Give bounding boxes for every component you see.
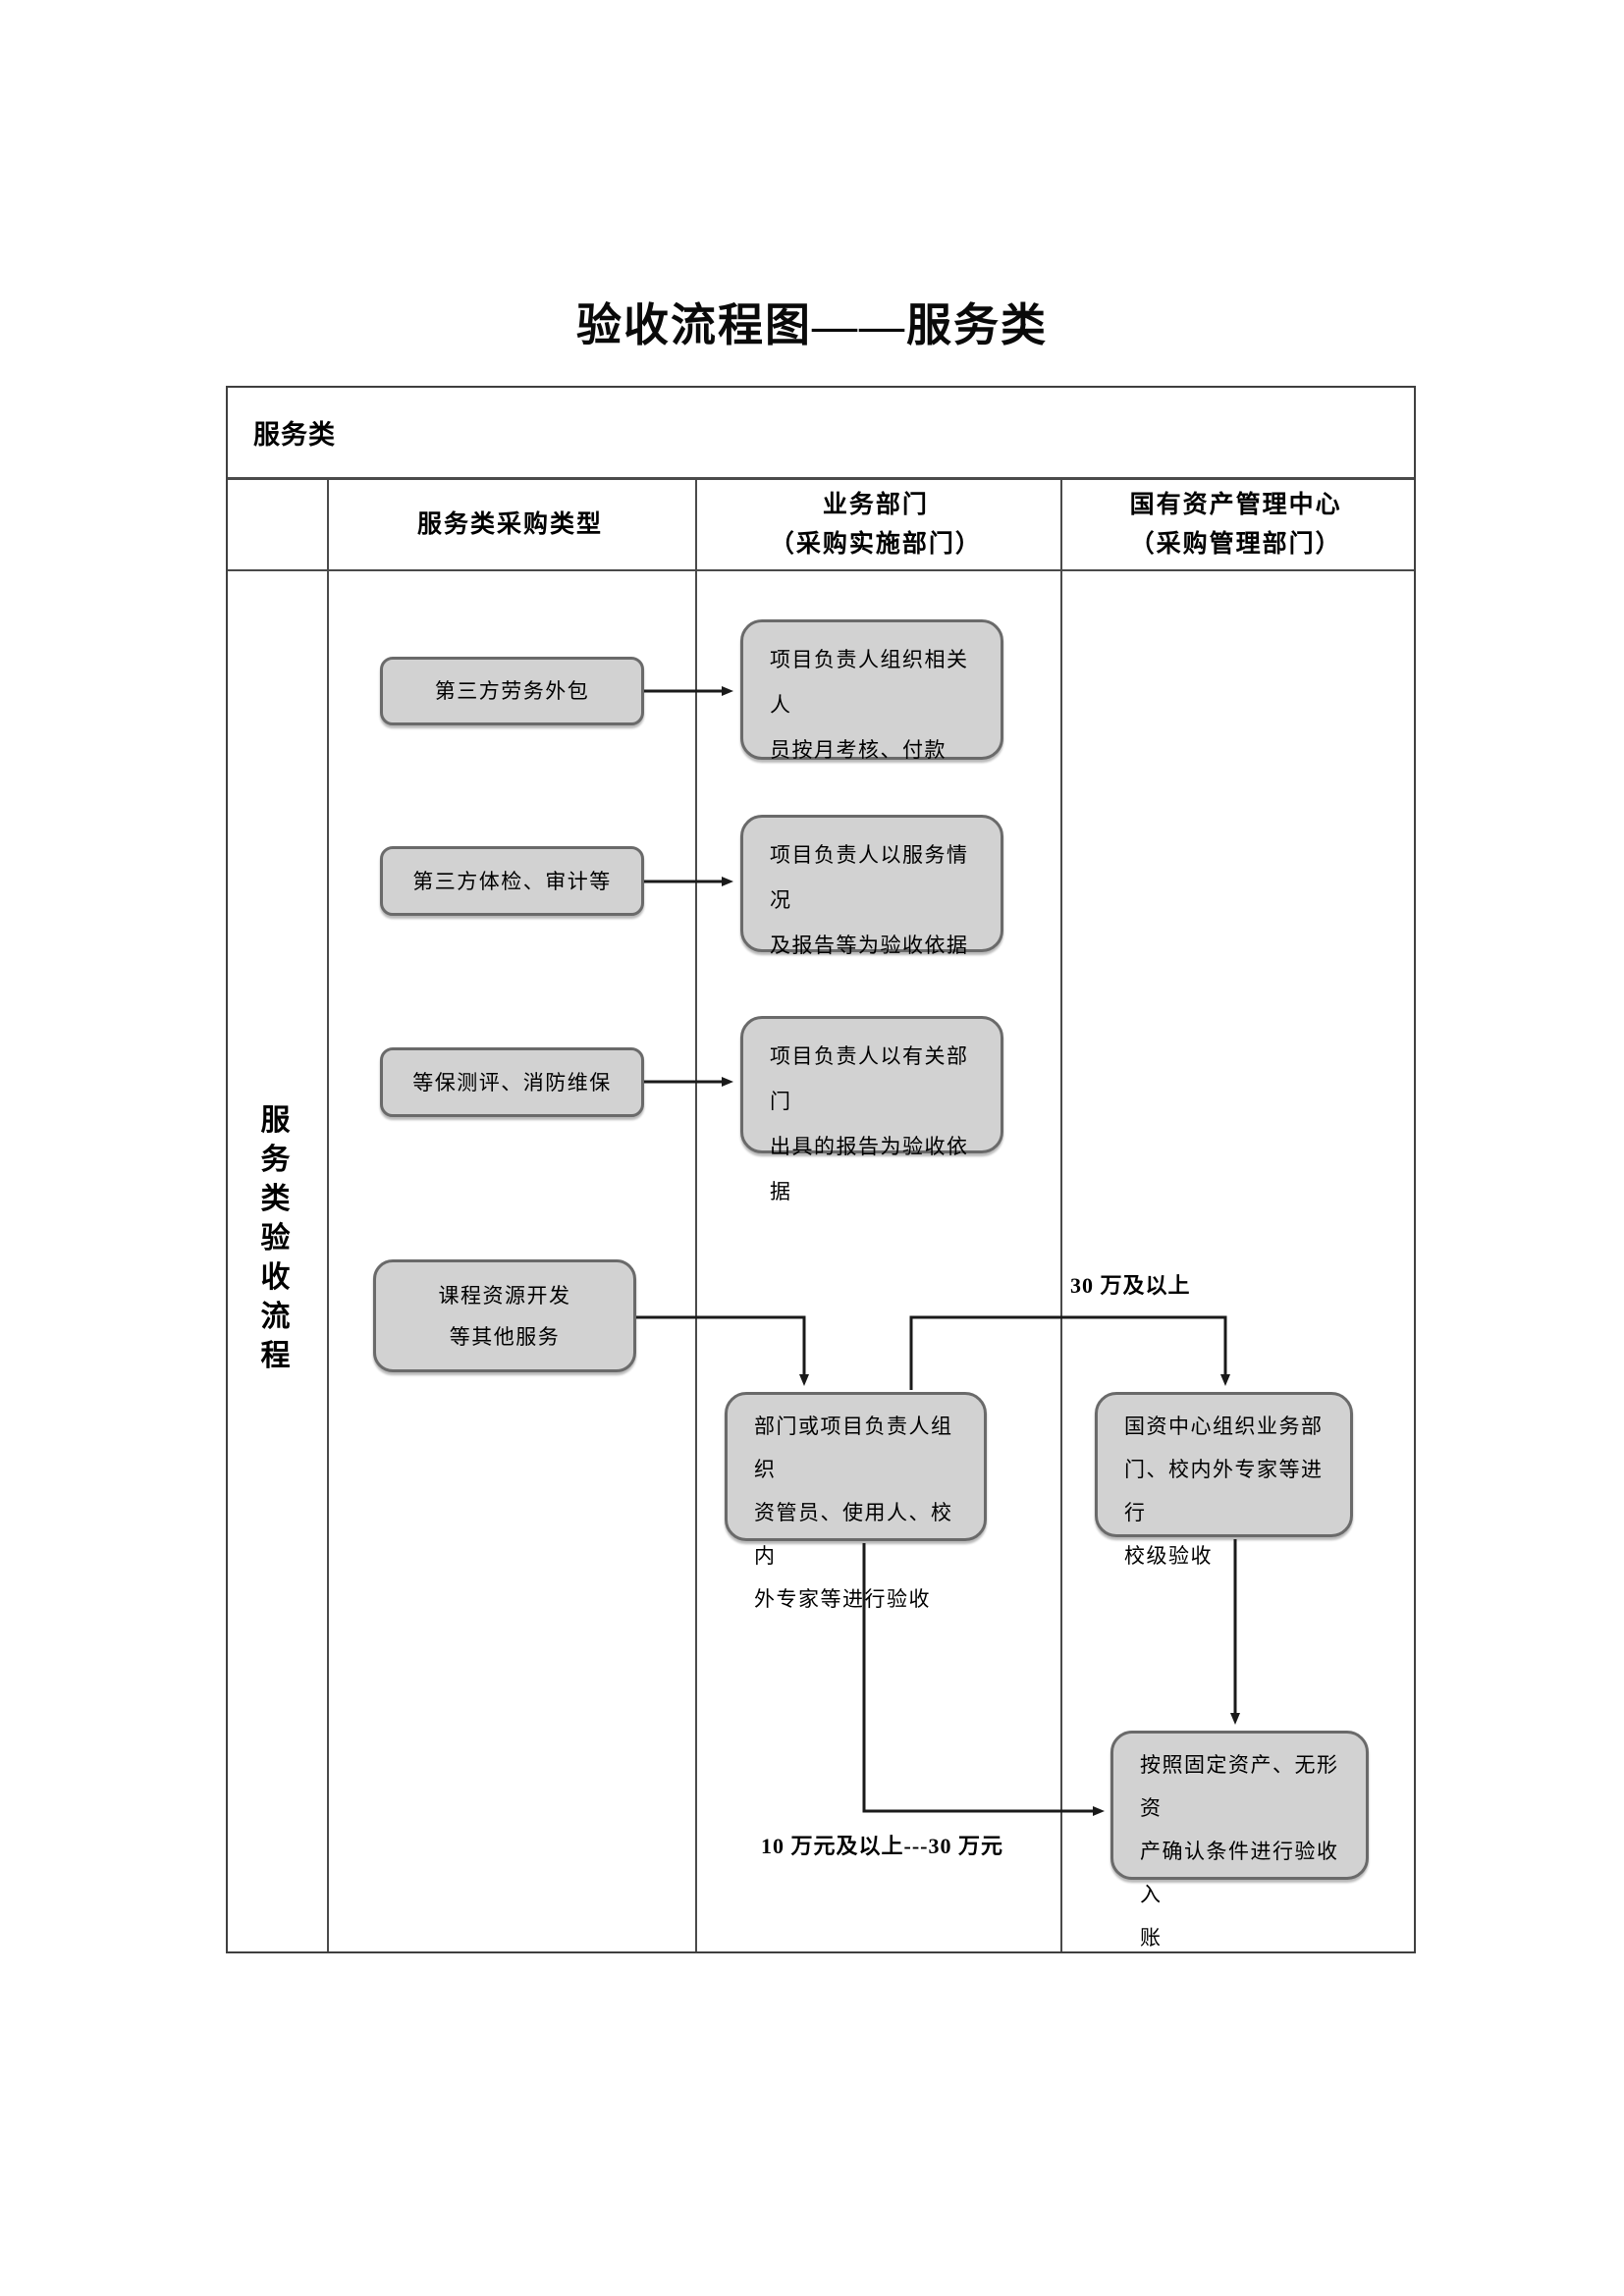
header-cell-procurement-type: 服务类采购类型 [417,510,604,538]
node-labor-acceptance-action: 项目负责人组织相关人 员按月考核、付款 [740,619,1003,762]
node-asset-center-acceptance: 国资中心组织业务部 门、校内外专家等进行 校级验收 [1095,1392,1353,1568]
header-cell-empty [228,480,327,569]
edge-label-10w-to-30w: 10 万元及以上---30 万元 [761,1834,1003,1858]
node-security-acceptance-action: 项目负责人以有关部门 出具的报告为验收依据 [740,1016,1003,1203]
page-title: 验收流程图——服务类 [576,300,1048,350]
group-header-cell: 服务类 [228,388,1414,480]
column-divider-1 [327,480,329,1951]
node-third-party-labor-outsourcing: 第三方劳务外包 [380,657,644,725]
node-asset-booking: 按照固定资产、无形资 产确认条件进行验收入 账 [1110,1731,1369,1949]
header-cell-business-dept: 业务部门 （采购实施部门） [769,491,982,558]
row-header-vertical-label: 服 务 类 验 收 流 程 [260,1104,291,1372]
node-third-party-checkup-audit: 第三方体检、审计等 [380,846,644,916]
column-header-row: 服务类采购类型 业务部门 （采购实施部门） 国有资产管理中心 （采购管理部门） [228,480,1414,571]
column-divider-2 [695,480,697,1951]
group-header-label: 服务类 [253,420,336,450]
node-department-acceptance: 部门或项目负责人组织 资管员、使用人、校内 外专家等进行验收 [725,1392,987,1611]
node-security-test-fire-maintenance: 等保测评、消防维保 [380,1047,644,1117]
column-divider-3 [1060,480,1062,1951]
node-course-resource-development: 课程资源开发 等其他服务 [373,1259,636,1372]
header-cell-asset-center: 国有资产管理中心 （采购管理部门） [1129,491,1342,558]
node-audit-acceptance-action: 项目负责人以服务情况 及报告等为验收依据 [740,815,1003,957]
edge-label-over-30w: 30 万及以上 [1070,1273,1191,1298]
